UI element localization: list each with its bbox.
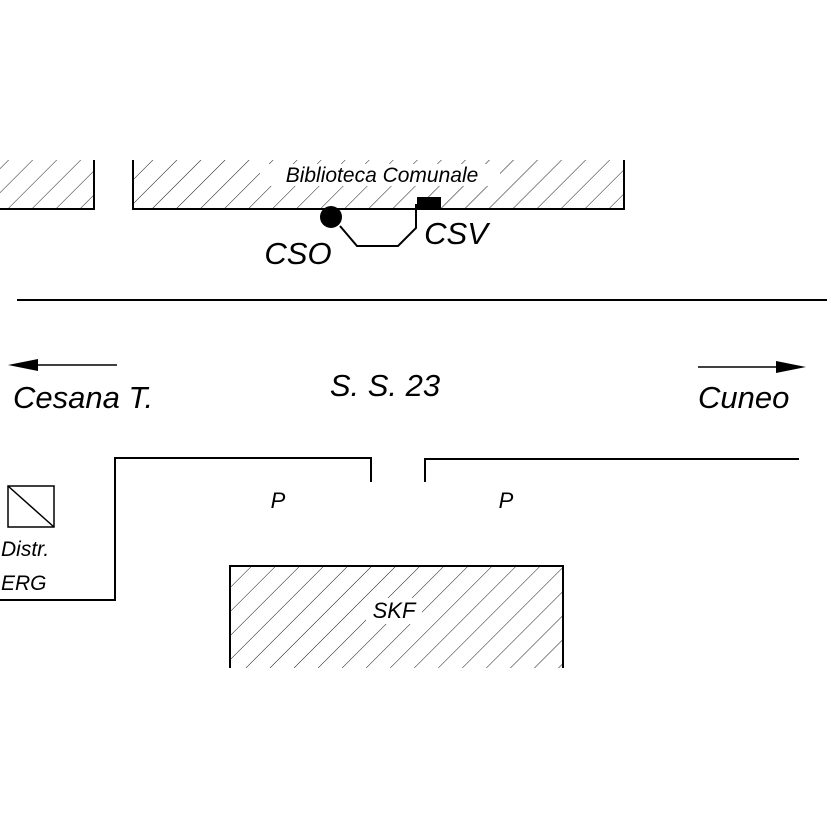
west-destination-label: Cesana T.	[13, 380, 153, 415]
library-label-bg	[260, 164, 500, 186]
building-west-outline	[0, 160, 95, 210]
cso-csv-connector	[339, 204, 417, 247]
cso-marker	[320, 206, 342, 228]
csv-label: CSV	[424, 216, 491, 251]
csv-marker	[417, 197, 441, 208]
east-destination-label: Cuneo	[698, 380, 789, 415]
skf-building: SKF	[229, 565, 564, 668]
building-west-hatch	[0, 160, 94, 209]
parking-outline-east	[424, 458, 799, 482]
library-label: Biblioteca Comunale	[286, 164, 479, 187]
cso-label: CSO	[264, 236, 331, 271]
skf-outline	[229, 565, 564, 668]
distributor-symbol	[7, 485, 55, 528]
parking-label-east: P	[499, 488, 514, 513]
fuel-distributor: Distr. ERG	[1, 485, 55, 595]
library-building: Biblioteca Comunale	[132, 160, 625, 210]
parking-outline-west	[0, 457, 372, 601]
skf-label: SKF	[373, 598, 417, 623]
direction-west: Cesana T.	[8, 359, 153, 415]
library-outline	[132, 160, 625, 210]
monitoring-points: CSO CSV	[264, 197, 491, 271]
arrow-left-icon	[8, 359, 38, 371]
skf-label-bg	[366, 598, 422, 624]
direction-east: Cuneo	[698, 361, 806, 415]
distributor-label-line1: Distr.	[1, 538, 49, 561]
parking-label-west: P	[271, 488, 286, 513]
road-label: S. S. 23	[330, 368, 440, 403]
distributor-label-line2: ERG	[1, 572, 47, 595]
building-west	[0, 160, 95, 210]
arrow-right-icon	[776, 361, 806, 373]
distributor-diagonal	[7, 485, 55, 528]
